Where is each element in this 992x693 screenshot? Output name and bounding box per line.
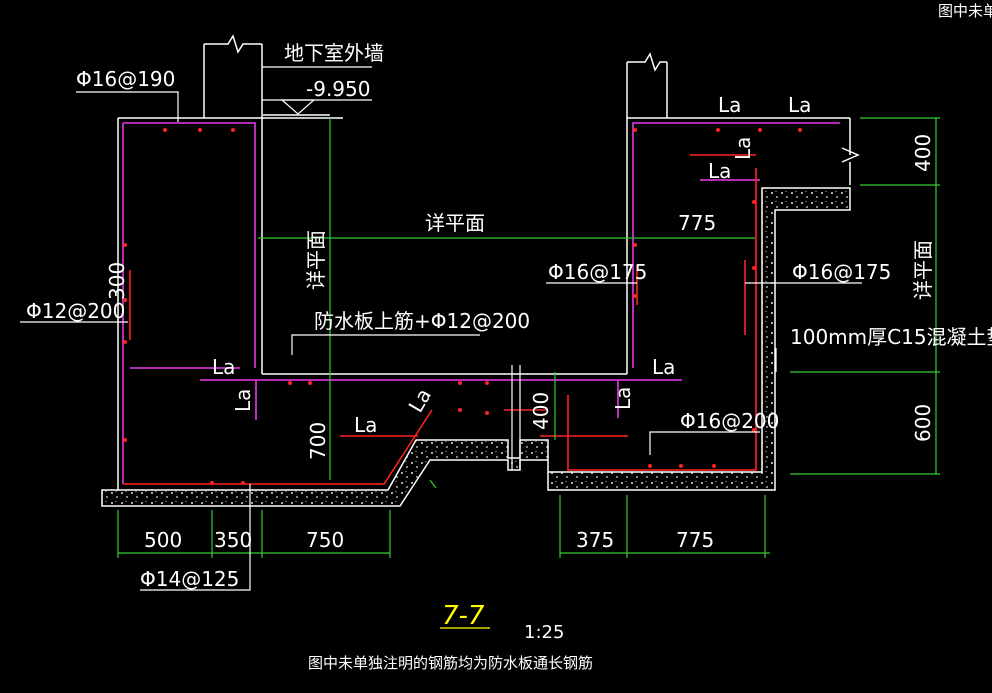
concrete-outline [117, 34, 860, 490]
see-plan-vertical-right: 详平面 [911, 240, 935, 300]
rebar-left-side: Φ12@200 [26, 299, 125, 323]
dim-700: 700 [306, 422, 330, 460]
anchor-la-5: La [212, 355, 235, 379]
cushion-label: 100mm厚C15混凝土垫层 [790, 325, 992, 349]
dim-bottom-500: 500 [144, 528, 182, 552]
header-note: 图中未单 [938, 2, 992, 20]
section-title: 7-7 [442, 601, 485, 631]
leader-lines [20, 66, 862, 629]
dim-775-top: 775 [678, 211, 716, 235]
elevation-label: -9.950 [306, 77, 370, 101]
rebar-top-left: Φ16@190 [76, 67, 175, 91]
anchor-la-9: La [354, 413, 377, 437]
section-note: 图中未单独注明的钢筋均为防水板通长钢筋 [308, 654, 593, 672]
dim-bottom-375: 375 [576, 528, 614, 552]
rebar-bottom-right: Φ16@200 [680, 409, 779, 433]
anchor-la-8: La [611, 387, 635, 410]
dim-bottom-350: 350 [214, 528, 252, 552]
dim-400-mid: 400 [529, 392, 553, 430]
dim-300: 300 [105, 262, 129, 300]
see-plan-top: 详平面 [425, 211, 485, 235]
anchor-la-7: La [652, 355, 675, 379]
dim-600: 600 [911, 404, 935, 442]
rebar-mid-left: Φ16@175 [548, 260, 647, 284]
dim-400-right: 400 [911, 134, 935, 172]
dim-bottom-775: 775 [676, 528, 714, 552]
anchor-la-1: La [718, 93, 741, 117]
rebar-red [123, 154, 757, 485]
rebar-outline [122, 122, 840, 484]
section-scale: 1:25 [524, 622, 564, 643]
waterproof-top-bar: 防水板上筋+Φ12@200 [314, 309, 530, 333]
outer-wall-label: 地下室外墙 [284, 41, 384, 65]
anchor-la-6: La [231, 389, 255, 412]
dimension-lines [117, 117, 940, 558]
anchor-la-4: La [731, 137, 755, 160]
rebar-bottom-left: Φ14@125 [140, 567, 239, 591]
rebar-dots [123, 128, 802, 485]
annotations: 图中未单 地下室外墙 -9.950 Φ16@190 La La La La 40… [26, 2, 992, 672]
see-plan-vertical-left: 详平面 [304, 230, 328, 290]
dim-bottom-750: 750 [306, 528, 344, 552]
anchor-la-3: La [708, 159, 731, 183]
rebar-mid-right: Φ16@175 [792, 260, 891, 284]
anchor-la-2: La [788, 93, 811, 117]
cushion-layer [101, 187, 851, 507]
